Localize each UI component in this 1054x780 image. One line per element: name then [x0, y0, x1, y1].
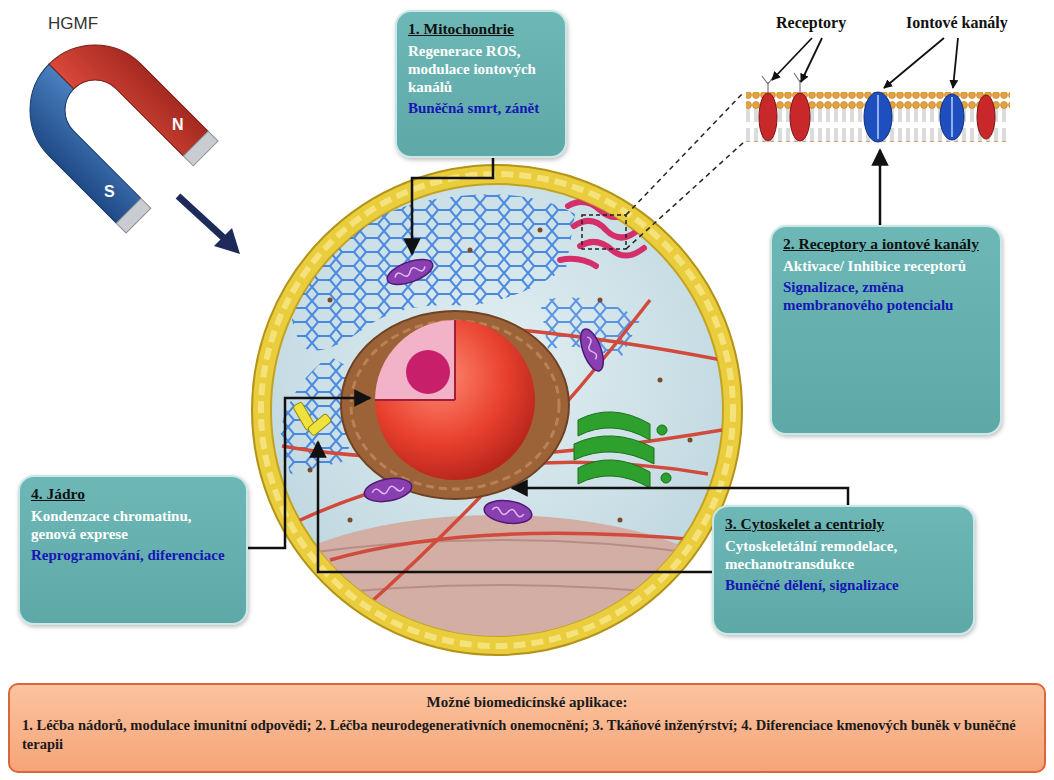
panel-text: 1. Léčba nádorů, modulace imunitní odpov…: [22, 716, 1032, 754]
outcome-text: Buněčné dělení, signalizace: [725, 576, 962, 594]
outcome-text: Reprogramování, diferenciace: [31, 546, 235, 564]
box-heading: 3. Cytoskelet a centrioly: [725, 515, 962, 534]
box-heading: 1. Mitochondrie: [408, 20, 554, 39]
part-label: Receptory: [776, 14, 846, 32]
pole-letter: N: [172, 116, 184, 134]
applications-panel: Možné biomedicínské aplikace: 1. Léčba ná…: [8, 683, 1046, 773]
effect-box: 1. MitochondrieRegenerace ROS, modulace …: [395, 10, 567, 158]
pole-letter: S: [104, 183, 115, 201]
box-heading: 2. Receptory a iontové kanály: [783, 235, 989, 254]
effect-text: Cytoskeletální remodelace, mechanotransd…: [725, 537, 962, 573]
effect-box: 4. JádroKondenzace chromatinu, genová ex…: [18, 475, 248, 625]
effect-box: 2. Receptory a iontové kanályAktivace/ I…: [770, 225, 1002, 435]
effect-box: 3. Cytoskelet a centriolyCytoskeletální …: [712, 505, 975, 635]
effect-text: Aktivace/ Inhibice receptorů: [783, 257, 989, 275]
field-label: HGMF: [48, 14, 98, 34]
part-label: Iontové kanály: [906, 14, 1008, 32]
effect-text: Regenerace ROS, modulace iontových kanál…: [408, 42, 554, 96]
outcome-text: Buněčná smrt, zánět: [408, 99, 554, 117]
panel-heading: Možné biomedicínské aplikace:: [22, 693, 1032, 712]
box-heading: 4. Jádro: [31, 485, 235, 504]
outcome-text: Signalizace, změna membranového potencia…: [783, 278, 989, 314]
effect-text: Kondenzace chromatinu, genová exprese: [31, 507, 235, 543]
